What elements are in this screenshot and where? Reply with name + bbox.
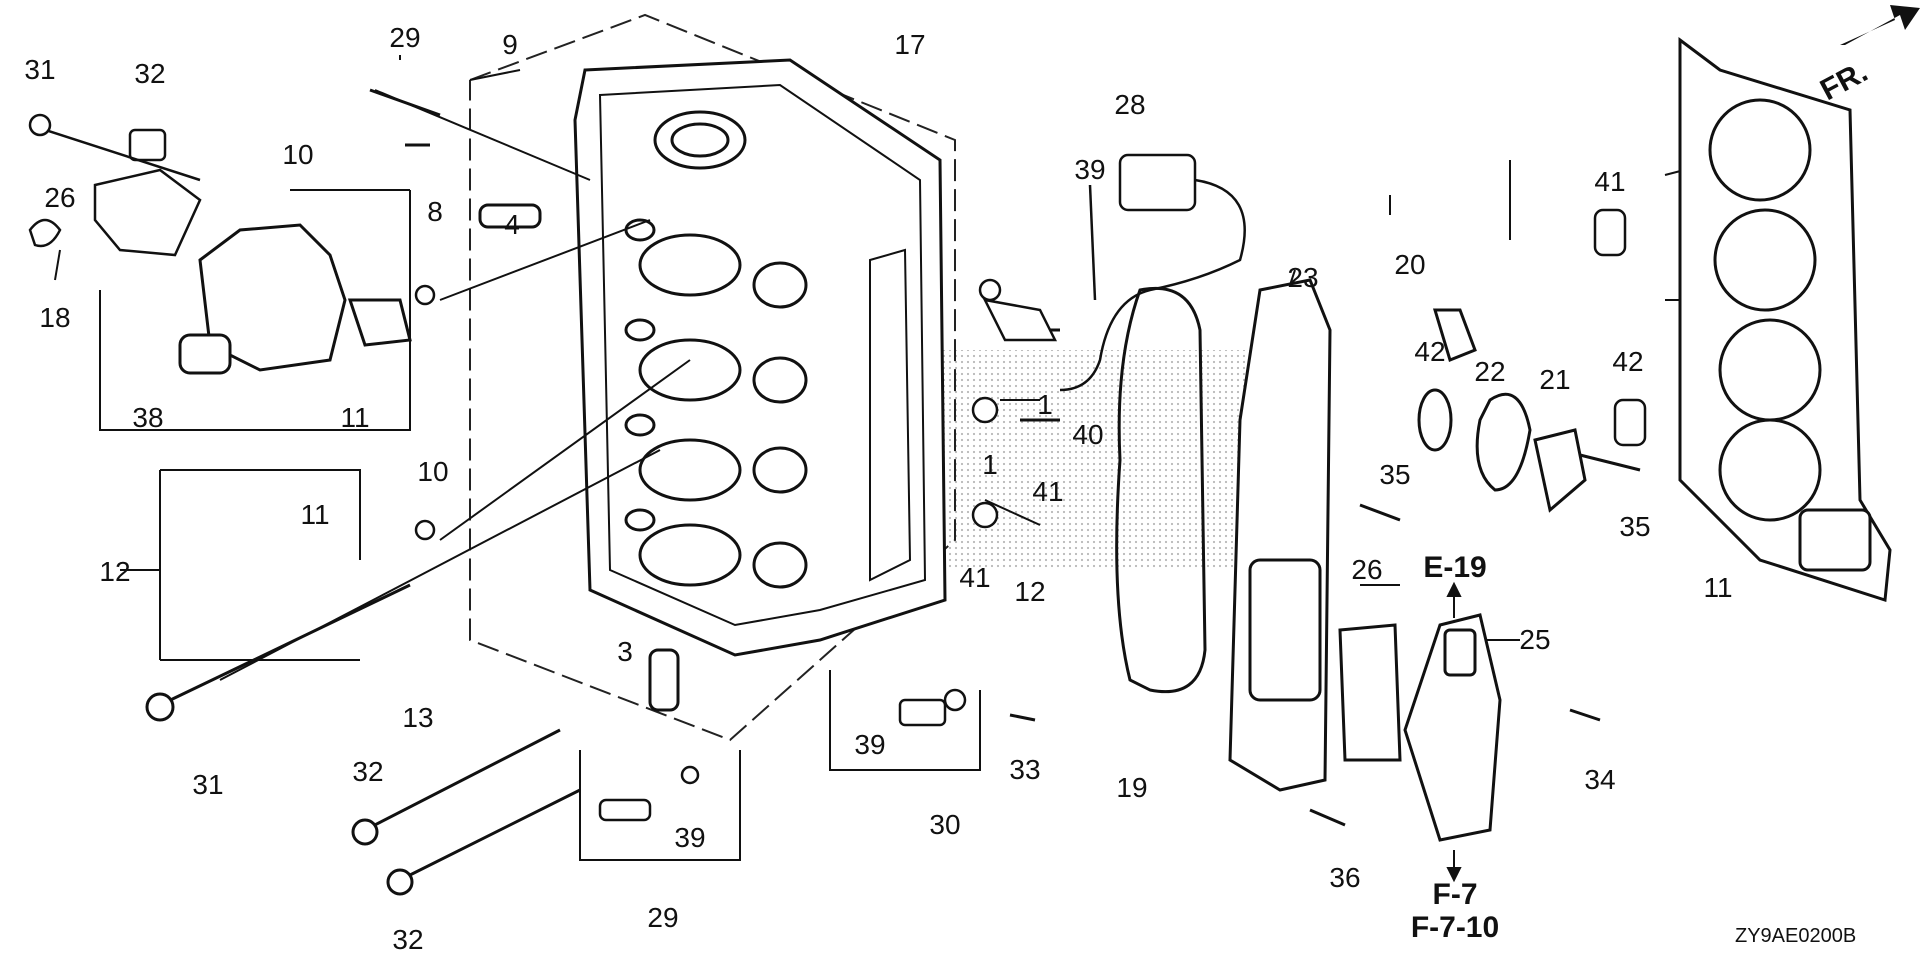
callout-13: 17: [894, 29, 926, 60]
callout-10: 10: [282, 139, 314, 170]
oil-control-valve: [178, 223, 412, 375]
bracket-parts: [28, 113, 202, 257]
head-gasket: [1678, 37, 1892, 602]
callout-38-b: 39: [1074, 154, 1106, 185]
callout-9: 13: [402, 702, 434, 733]
ignition-module: [1403, 613, 1502, 842]
callout-32-a: 35: [1379, 459, 1411, 490]
callout-7: 12: [1014, 576, 1046, 607]
callout-35: 32: [134, 58, 166, 89]
head-assembly-outline: [469, 13, 956, 742]
gasket-dowels: [1593, 208, 1647, 447]
callout-33: 29: [389, 22, 421, 53]
front-arrow-icon: [1840, 5, 1920, 45]
callout-14: 18: [39, 302, 71, 333]
callout-4: 8: [427, 196, 443, 227]
callout-5: 9: [502, 29, 518, 60]
callout-40: 41: [959, 562, 991, 593]
callout-18: 23: [1287, 262, 1319, 293]
callout-12: 12: [99, 556, 131, 587]
callout-6: 10: [417, 456, 449, 487]
callout-23: 28: [1114, 89, 1146, 120]
callout-36: 39: [674, 822, 706, 853]
callout-15: 20: [1394, 249, 1426, 280]
callout-11-a: 11: [340, 402, 370, 433]
callout-22: 26: [44, 182, 76, 213]
reference-e19: E-19: [1423, 551, 1487, 584]
reference-arrows: [1446, 581, 1462, 883]
callout-29: 33: [1009, 754, 1041, 785]
callout-37: 39: [854, 729, 886, 760]
diagram-code: ZY9AE0200B: [1735, 925, 1857, 947]
callout-41-b: 42: [1612, 346, 1644, 377]
callout-11-b: 11: [300, 499, 330, 530]
callout-8: 11: [1703, 572, 1733, 603]
callout-16: 21: [1539, 364, 1571, 395]
callout-24: 29: [647, 902, 679, 933]
callout-28: 32: [352, 756, 384, 787]
callout-1-a: 1: [1037, 389, 1053, 420]
callout-41-a: 41: [1594, 166, 1626, 197]
callout-32-b: 36: [1329, 862, 1361, 893]
subassembly-boxes: [99, 280, 981, 861]
callout-34: 31: [24, 54, 56, 85]
callout-19: 19: [1116, 772, 1148, 803]
callout-38-a: 38: [132, 402, 164, 433]
callout-2: 4: [504, 209, 520, 240]
sensors: [414, 153, 1197, 822]
callout-39-a: 40: [1072, 419, 1104, 450]
callout-26: 31: [192, 769, 224, 800]
callout-42: 42: [1414, 336, 1446, 367]
callout-25: 30: [929, 809, 961, 840]
callout-3: 3: [617, 636, 633, 667]
callout-20: 25: [1519, 624, 1551, 655]
callout-1-b: 1: [982, 449, 998, 480]
callout-31: 35: [1619, 511, 1651, 542]
callout-21: 26: [1351, 554, 1383, 585]
callout-27: 32: [392, 924, 424, 955]
cylinder-head: [573, 58, 947, 657]
reference-f7: F-7: [1432, 878, 1478, 911]
callout-30: 34: [1584, 764, 1616, 795]
callout-39-b: 41: [1032, 476, 1064, 507]
callout-17: 22: [1474, 356, 1506, 387]
reference-f7-10: F-7-10: [1410, 911, 1500, 944]
cover-gaskets: [1115, 278, 1587, 792]
